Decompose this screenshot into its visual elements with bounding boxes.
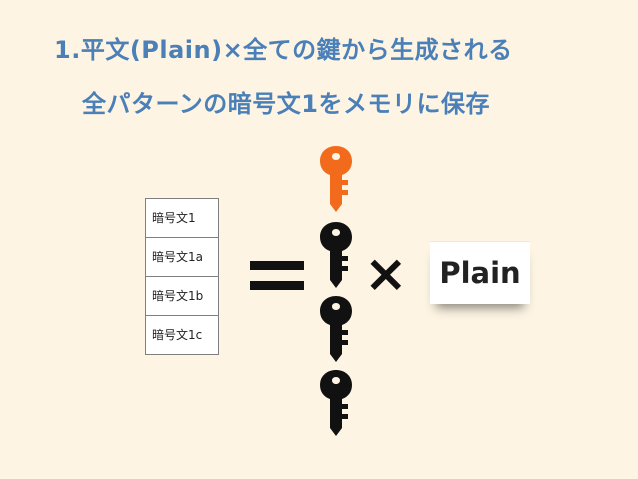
equals-icon	[250, 254, 304, 294]
title-line-2: 全パターンの暗号文1をメモリに保存	[82, 90, 490, 118]
ciphertext-table: 暗号文1 暗号文1a 暗号文1b 暗号文1c	[145, 198, 219, 355]
table-row: 暗号文1a	[146, 238, 218, 277]
multiply-icon: ×	[364, 244, 408, 304]
key-icon	[320, 296, 352, 362]
table-row: 暗号文1b	[146, 277, 218, 316]
table-row: 暗号文1	[146, 199, 218, 238]
table-row: 暗号文1c	[152, 328, 203, 342]
key-icon	[320, 222, 352, 288]
plaintext-label: Plain	[439, 256, 521, 290]
plaintext-card: Plain	[430, 241, 530, 304]
key-icon	[320, 370, 352, 436]
title-line-1: 1.平文(Plain)×全ての鍵から生成される	[54, 36, 513, 64]
key-icon-orange	[320, 146, 352, 212]
